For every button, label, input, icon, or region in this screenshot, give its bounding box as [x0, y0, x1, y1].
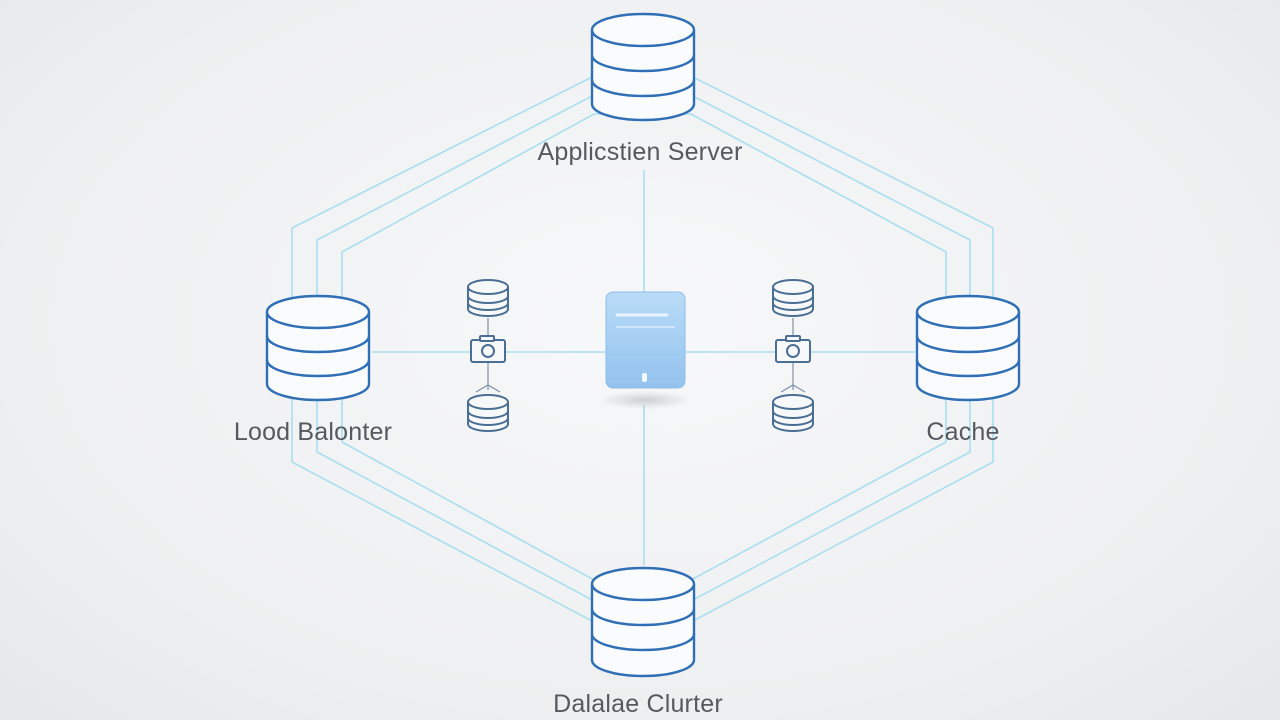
database-cluster-database-icon — [590, 566, 696, 678]
load-balancer-database-icon — [265, 294, 371, 402]
left-chain-camera-icon — [470, 335, 506, 363]
left-chain-top-database-icon — [467, 279, 509, 317]
central-server-shadow — [599, 391, 691, 409]
right-chain-fork — [780, 384, 806, 393]
cache-database-icon — [915, 294, 1021, 402]
right-chain-camera-icon — [775, 335, 811, 363]
application-server-label: Applicstien Server — [537, 138, 743, 166]
right-chain-top-database-icon — [772, 279, 814, 317]
left-chain-fork — [475, 384, 501, 393]
database-cluster-label: Dalalae Clurter — [553, 690, 723, 718]
cache-label: Cache — [926, 418, 1000, 446]
load-balancer-label: Lood Balonter — [233, 418, 393, 446]
right-chain-bottom-database-icon — [772, 394, 814, 432]
central-server-icon — [599, 291, 691, 409]
left-chain-bottom-database-icon — [467, 394, 509, 432]
application-server-database-icon — [590, 12, 696, 122]
